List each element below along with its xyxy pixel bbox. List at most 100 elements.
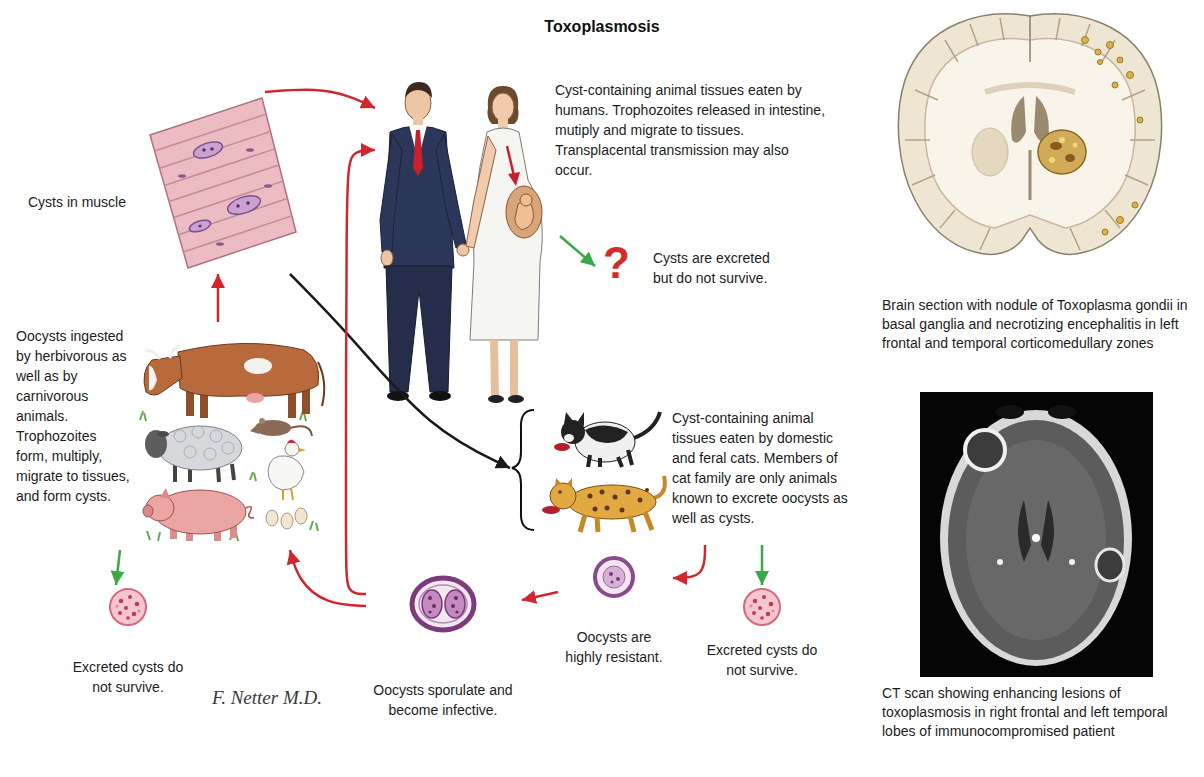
muscle-tissue — [202, 148, 206, 152]
cycle-arrow — [522, 592, 558, 600]
excreted-cyst — [110, 589, 146, 625]
sporulated-oocyst — [455, 610, 458, 613]
cat-hosts — [597, 517, 598, 532]
stage-caption: Oocysts sporulate and become infective. — [368, 680, 518, 720]
cycle-arrow — [761, 545, 764, 585]
intermediate-hosts — [158, 426, 242, 470]
intermediate-host-stage: Oocysts ingested by herbivorous as well … — [12, 322, 330, 550]
brain-section — [898, 14, 1161, 254]
excreted-cyst-stage: Excreted cysts do not survive. — [66, 585, 192, 701]
stage-caption: Cyst-containing animal tissues eaten by … — [672, 408, 850, 528]
cat-hosts — [645, 512, 652, 530]
intermediate-hosts — [246, 507, 254, 518]
brain-section — [1029, 16, 1031, 62]
cat-hosts — [512, 410, 665, 532]
excretion-note: ?Cysts are excreted but do not survive. — [595, 238, 797, 296]
sporulated-oocyst-stage: Oocysts sporulate and become infective. — [366, 572, 522, 724]
human-couple — [380, 82, 542, 403]
stage-caption: Oocysts ingested by herbivorous as well … — [16, 326, 132, 506]
stage-caption: CT scan showing enhancing lesions of tox… — [882, 684, 1188, 741]
muscle-stage: Cysts in muscle — [25, 92, 301, 274]
muscle-tissue — [236, 204, 240, 208]
intermediate-hosts — [222, 442, 234, 454]
muscle-tissue — [210, 147, 214, 151]
ct-scan-image — [1041, 500, 1054, 562]
brain-section — [1059, 137, 1065, 143]
ct-scan-image — [920, 392, 1153, 677]
muscle-tissue — [188, 218, 212, 234]
sporulated-oocyst — [412, 578, 474, 630]
human-couple — [510, 340, 518, 396]
sporulated-oocyst — [412, 578, 474, 630]
intermediate-hosts — [204, 448, 216, 460]
brain-section — [898, 14, 1161, 254]
intermediate-hosts — [281, 513, 293, 529]
intermediate-hosts — [250, 424, 259, 434]
cat-hosts — [588, 455, 590, 467]
ct-scan-image — [1018, 500, 1031, 562]
cycle-arrow — [116, 550, 120, 585]
diagram-title: Toxoplasmosis — [0, 16, 1204, 38]
brain-section — [1137, 117, 1143, 123]
intermediate-hosts — [218, 468, 219, 482]
brain-section — [985, 85, 1075, 92]
definitive-host-stage: Cyst-containing animal tissues eaten by … — [510, 402, 854, 545]
excreted-cyst-stage: Excreted cysts do not survive. — [700, 585, 826, 687]
brain-section — [1065, 154, 1075, 162]
sporulated-oocyst — [432, 604, 436, 608]
ct-scan-image — [1096, 549, 1124, 581]
brain-section — [1049, 157, 1055, 163]
excreted-cyst — [744, 589, 780, 625]
intermediate-hosts — [210, 430, 222, 442]
intermediate-hosts — [157, 431, 169, 437]
cat-hosts — [605, 506, 610, 511]
muscle-tissue — [160, 132, 271, 169]
muscle-tissue — [174, 181, 284, 217]
cat-hosts — [558, 490, 562, 494]
ct-scan-image — [965, 430, 1005, 470]
cat-hosts — [550, 483, 576, 509]
intermediate-hosts — [149, 366, 157, 391]
ct-scan-image — [1069, 559, 1075, 565]
stage-caption: Cysts are excreted but do not survive. — [653, 248, 793, 288]
human-host-stage: Cyst-containing animal tissues eaten by … — [375, 76, 840, 236]
sporulated-oocyst — [428, 596, 432, 600]
resistant-oocyst — [611, 581, 614, 584]
muscle-tissue — [264, 184, 272, 188]
cat-hosts — [630, 516, 634, 532]
human-couple — [413, 130, 423, 176]
intermediate-hosts — [184, 446, 196, 458]
cat-hosts — [588, 494, 593, 499]
brain-section — [1117, 217, 1124, 224]
brain-section — [1029, 150, 1032, 200]
cat-hosts — [598, 458, 602, 467]
resistant-oocyst — [603, 566, 625, 588]
brain-section — [1038, 130, 1086, 174]
intermediate-hosts — [178, 343, 319, 396]
intermediate-hosts — [160, 488, 170, 499]
sporulated-oocyst — [419, 585, 467, 623]
stage-caption: Excreted cysts do not survive. — [702, 640, 822, 680]
cat-hosts — [585, 425, 628, 442]
brain-section — [1127, 72, 1134, 79]
human-couple — [381, 250, 393, 266]
muscle-tissue — [150, 98, 296, 268]
intermediate-hosts — [143, 505, 153, 517]
human-couple — [436, 134, 466, 248]
muscle-tissue — [192, 139, 225, 162]
human-couple — [405, 82, 432, 98]
human-couple — [429, 391, 451, 401]
ct-scan-image — [1032, 534, 1040, 542]
intermediate-hosts — [144, 356, 182, 395]
cat-hosts — [613, 495, 618, 500]
ct-scan-image — [940, 410, 1132, 666]
intermediate-hosts — [268, 456, 304, 490]
human-couple — [520, 194, 532, 206]
muscle-tissue — [246, 201, 250, 205]
cat-hosts — [555, 478, 572, 487]
cycle-arrow — [217, 274, 220, 322]
intermediate-hosts — [266, 510, 278, 526]
human-couple — [380, 134, 402, 252]
ct-scan-image — [920, 392, 1153, 677]
